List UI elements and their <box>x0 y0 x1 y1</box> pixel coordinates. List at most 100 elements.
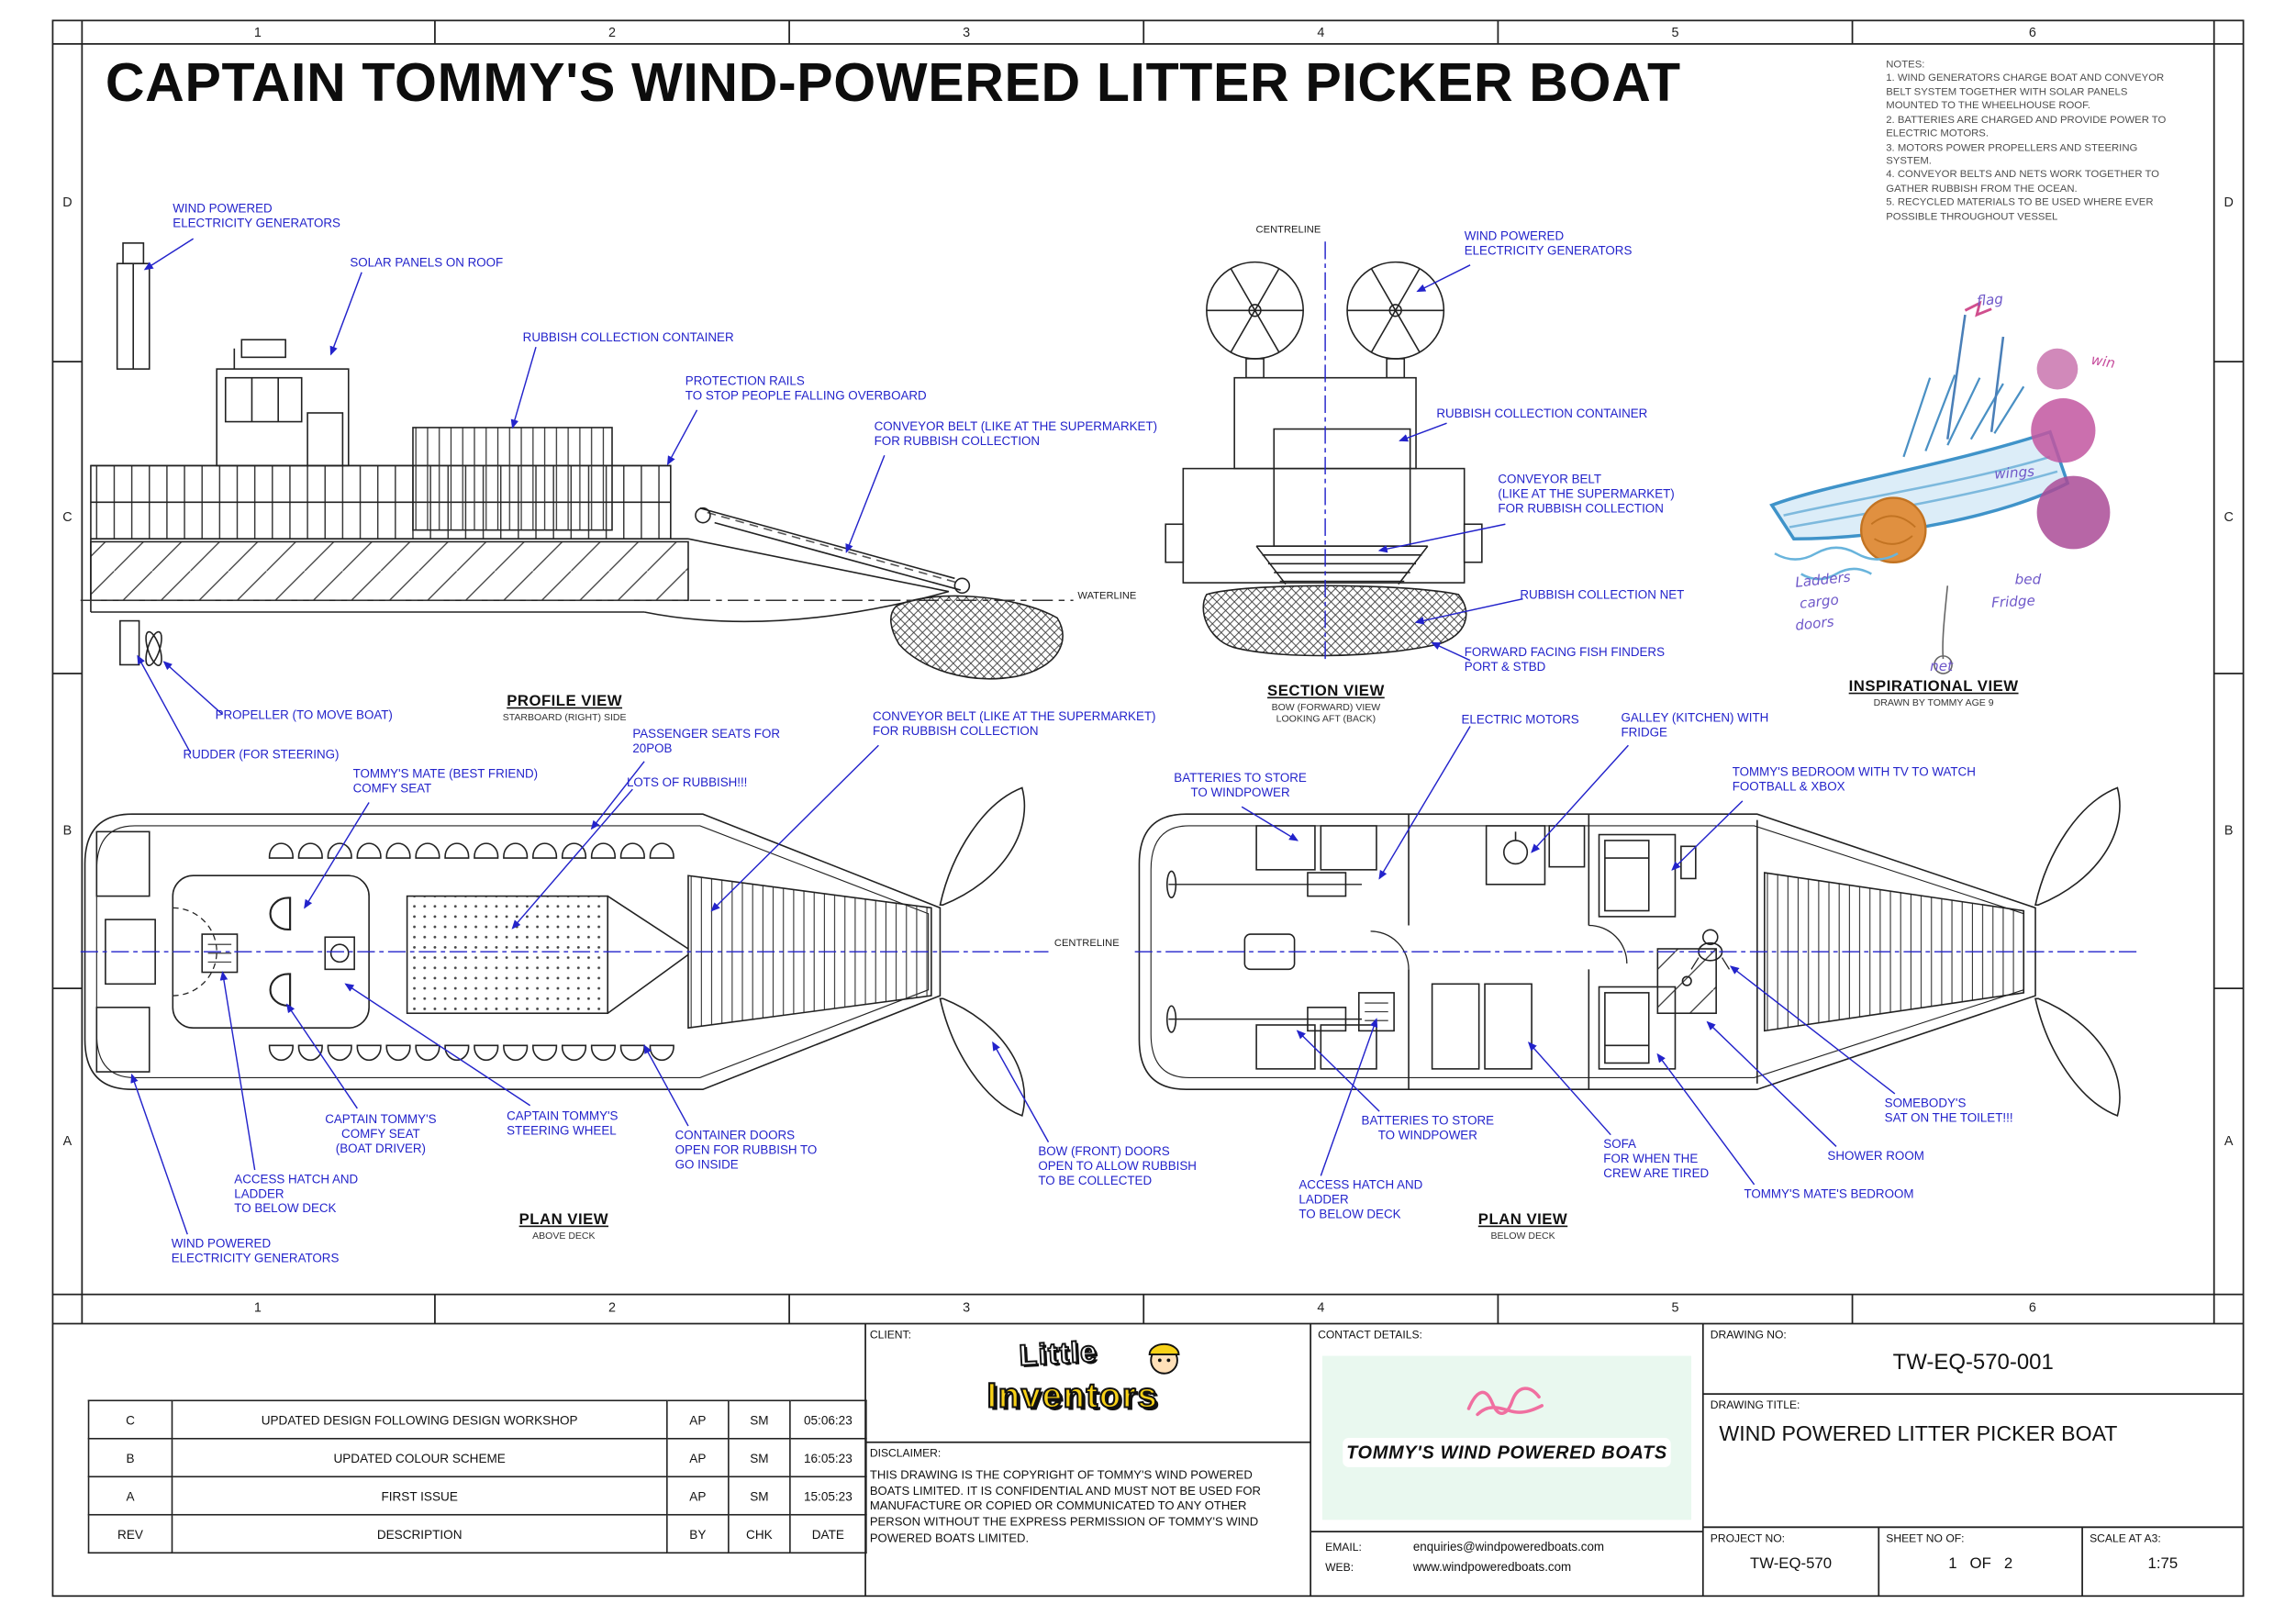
notes-block: NOTES: 1. WIND GENERATORS CHARGE BOAT AN… <box>1886 58 2167 222</box>
sheet-total: 2 <box>2003 1554 2013 1573</box>
section-view-drawing <box>1165 241 1483 663</box>
label-section-centreline: CENTRELINE <box>1255 225 1321 236</box>
drawing-no-label: DRAWING NO: <box>1710 1328 1787 1342</box>
scribble-wings: wings <box>1993 463 2035 484</box>
label-captain-seat: CAPTAIN TOMMY'S COMFY SEAT (BOAT DRIVER) <box>325 1111 437 1155</box>
caption-plan-above-title: PLAN VIEW <box>518 1210 609 1229</box>
grid-col-2-top: 2 <box>608 25 617 40</box>
caption-plan-above-sub: ABOVE DECK <box>532 1231 596 1242</box>
label-rudder: RUDDER (FOR STEERING) <box>183 746 340 762</box>
label-above-conveyor: CONVEYOR BELT (LIKE AT THE SUPERMARKET) … <box>873 708 1156 738</box>
scale-label: SCALE AT A3: <box>2090 1531 2161 1545</box>
label-container-doors: CONTAINER DOORS OPEN FOR RUBBISH TO GO I… <box>674 1127 818 1172</box>
rev-by: AP <box>666 1476 730 1516</box>
label-lots-of-rubbish: LOTS OF RUBBISH!!! <box>626 774 748 790</box>
caption-profile-view: PROFILE VIEW STARBOARD (RIGHT) SIDE <box>465 693 663 725</box>
label-profile-rails: PROTECTION RAILS TO STOP PEOPLE FALLING … <box>685 373 927 403</box>
sheet-label: SHEET NO OF: <box>1886 1531 1965 1545</box>
sheet-value: 1 OF 2 <box>1878 1555 2082 1573</box>
label-passenger-seats: PASSENGER SEATS FOR 20POB <box>632 726 781 756</box>
grid-row-d-left: D <box>62 195 72 210</box>
grid-row-d-right: D <box>2224 195 2234 210</box>
label-profile-conveyor: CONVEYOR BELT (LIKE AT THE SUPERMARKET) … <box>874 418 1158 449</box>
grid-col-5-top: 5 <box>1671 25 1679 40</box>
inventor-character-icon <box>1148 1342 1180 1375</box>
label-shower-room: SHOWER ROOM <box>1827 1148 1924 1163</box>
label-toilet: SOMEBODY'S SAT ON THE TOILET!!! <box>1884 1095 2013 1125</box>
caption-profile-sub: STARBOARD (RIGHT) SIDE <box>502 712 627 723</box>
grid-col-5-bottom: 5 <box>1671 1299 1679 1315</box>
rev-chk: SM <box>728 1476 791 1516</box>
scribble-bed: bed <box>2014 572 2042 589</box>
label-fish-finders: FORWARD FACING FISH FINDERS PORT & STBD <box>1464 644 1665 674</box>
rev-description: FIRST ISSUE <box>171 1476 668 1516</box>
grid-row-b-right: B <box>2224 822 2234 838</box>
label-batteries-top: BATTERIES TO STORE TO WINDPOWER <box>1174 770 1307 799</box>
label-sofa: SOFA FOR WHEN THE CREW ARE TIRED <box>1603 1136 1710 1180</box>
label-mates-bedroom: TOMMY'S MATE'S BEDROOM <box>1744 1186 1914 1201</box>
annotation-leaders <box>130 238 1896 1235</box>
rev-header-rev: REV <box>87 1513 173 1554</box>
label-profile-wind-generators: WIND POWERED ELECTRICITY GENERATORS <box>173 200 340 230</box>
web-label: WEB: <box>1325 1561 1354 1575</box>
scribble-net: net <box>1930 659 1954 675</box>
client-label: CLIENT: <box>869 1328 911 1342</box>
rev-letter: C <box>87 1399 173 1440</box>
label-batteries-bottom: BATTERIES TO STORE TO WINDPOWER <box>1361 1112 1495 1142</box>
label-above-access-hatch: ACCESS HATCH AND LADDER TO BELOW DECK <box>234 1171 359 1215</box>
caption-plan-above: PLAN VIEW ABOVE DECK <box>476 1211 652 1243</box>
grid-col-3-top: 3 <box>963 25 971 40</box>
web-value: www.windpoweredboats.com <box>1412 1559 1572 1575</box>
email-value: enquiries@windpoweredboats.com <box>1412 1539 1605 1554</box>
rev-by: AP <box>666 1399 730 1440</box>
rev-chk: SM <box>728 1399 791 1440</box>
grid-col-1-bottom: 1 <box>253 1299 262 1315</box>
label-mate-seat: TOMMY'S MATE (BEST FRIEND) COMFY SEAT <box>352 765 539 796</box>
label-galley: GALLEY (KITCHEN) WITH FRIDGE <box>1621 709 1769 740</box>
scribble-flag: flag <box>1976 291 2004 310</box>
inspirational-drawing <box>1769 300 2111 674</box>
rev-description: UPDATED COLOUR SCHEME <box>171 1437 668 1478</box>
grid-row-a-left: A <box>62 1133 72 1149</box>
disclaimer-label: DISCLAIMER: <box>869 1446 942 1460</box>
caption-inspirational-title: INSPIRATIONAL VIEW <box>1848 677 2019 696</box>
brand-wave-icon <box>1466 1387 1544 1417</box>
label-propeller: PROPELLER (TO MOVE BOAT) <box>215 707 393 722</box>
grid-col-4-top: 4 <box>1317 25 1325 40</box>
label-profile-solar-panels: SOLAR PANELS ON ROOF <box>350 254 504 270</box>
label-plans-centreline: CENTRELINE <box>1053 938 1120 950</box>
rev-header-description: DESCRIPTION <box>171 1513 668 1554</box>
caption-plan-below: PLAN VIEW BELOW DECK <box>1435 1211 1611 1243</box>
rev-letter: A <box>87 1476 173 1516</box>
label-above-wind-generators: WIND POWERED ELECTRICITY GENERATORS <box>171 1235 340 1265</box>
sheet-of-word: OF <box>1969 1554 1991 1573</box>
rev-date: 15:05:23 <box>789 1476 867 1516</box>
label-below-access-hatch: ACCESS HATCH AND LADDER TO BELOW DECK <box>1298 1176 1423 1221</box>
grid-row-a-right: A <box>2224 1133 2234 1149</box>
rev-by: AP <box>666 1437 730 1478</box>
grid-col-1-top: 1 <box>253 25 262 40</box>
caption-inspirational-view: INSPIRATIONAL VIEW DRAWN BY TOMMY AGE 9 <box>1827 678 2039 710</box>
brand-logo-box: TOMMY'S WIND POWERED BOATS <box>1321 1355 1692 1520</box>
grid-col-4-bottom: 4 <box>1317 1299 1325 1315</box>
email-label: EMAIL: <box>1325 1540 1362 1554</box>
label-electric-motors: ELECTRIC MOTORS <box>1461 711 1579 727</box>
label-section-container: RUBBISH COLLECTION CONTAINER <box>1436 406 1648 420</box>
revision-row-b: B UPDATED COLOUR SCHEME AP SM 16:05:23 <box>87 1437 867 1478</box>
caption-profile-title: PROFILE VIEW <box>507 692 623 710</box>
disclaimer-text: THIS DRAWING IS THE COPYRIGHT OF TOMMY'S… <box>869 1468 1261 1544</box>
label-waterline: WATERLINE <box>1077 591 1137 602</box>
passenger-seats-top <box>268 842 674 859</box>
label-tommys-bedroom: TOMMY'S BEDROOM WITH TV TO WATCH FOOTBAL… <box>1732 763 1976 794</box>
revision-header-row: REV DESCRIPTION BY CHK DATE <box>87 1513 867 1554</box>
drawing-title-value: WIND POWERED LITTER PICKER BOAT <box>1719 1423 2118 1447</box>
profile-view-drawing <box>80 242 1074 680</box>
drawing-title-label: DRAWING TITLE: <box>1710 1398 1800 1412</box>
grid-row-b-left: B <box>62 822 72 838</box>
caption-plan-below-sub: BELOW DECK <box>1490 1231 1555 1242</box>
label-section-net: RUBBISH COLLECTION NET <box>1520 586 1685 602</box>
brand-logo-text: TOMMY'S WIND POWERED BOATS <box>1343 1437 1671 1467</box>
grid-col-6-bottom: 6 <box>2028 1299 2036 1315</box>
sheet-no: 1 <box>1948 1554 1957 1573</box>
